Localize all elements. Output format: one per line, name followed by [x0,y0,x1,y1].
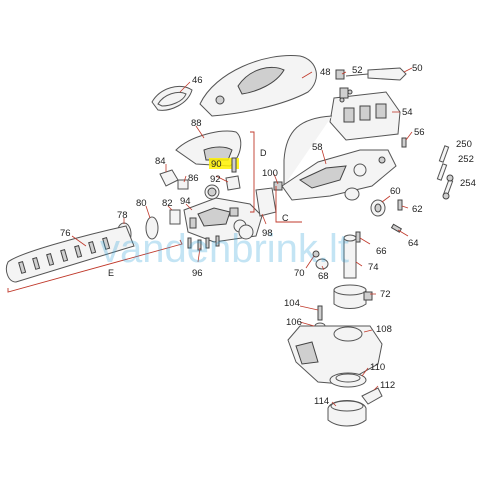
callout-252: 252 [458,154,474,165]
callout-56: 56 [414,127,425,138]
watermark-text: vandenbrink.lt [100,227,349,271]
part-104-screw [317,305,323,321]
part-50-connector [367,67,407,81]
callout-96: 96 [192,268,203,279]
part-250-252-254-pins [436,145,454,200]
callout-250: 250 [456,139,472,150]
callout-94: 94 [180,196,191,207]
leader-lines [71,67,413,407]
callout-72: 72 [380,289,391,300]
part-52-switch [335,69,345,80]
callout-110: 110 [370,362,385,373]
part-66-screw [355,231,361,243]
callout-80: 80 [136,198,147,209]
callout-68: 68 [318,271,329,282]
callout-C: C [282,213,289,223]
callout-66: 66 [376,246,387,257]
part-86-plug [177,179,189,190]
bracket-group-C [275,186,302,223]
part-92-clip [225,175,241,191]
part-112-thumb-screw [361,387,383,405]
callout-78: 78 [117,210,128,221]
callout-106: 106 [286,317,302,328]
callout-84: 84 [155,156,166,167]
callout-74: 74 [368,262,379,273]
callout-48: 48 [320,67,331,78]
part-82-bushing [169,209,181,225]
part-84-plate [159,169,179,187]
callout-46: 46 [192,75,203,86]
callout-112: 112 [380,380,395,391]
part-90-screw [231,157,237,173]
callout-70: 70 [294,268,305,279]
callout-54: 54 [402,107,413,118]
callout-76: 76 [60,228,71,239]
callout-100: 100 [262,168,278,179]
callout-62: 62 [412,204,423,215]
part-68-washer [315,258,329,270]
part-56-screw [401,137,407,148]
part-80-ring [145,216,159,240]
highlight-90 [209,158,239,169]
bracket-group-E [7,239,183,293]
callout-254: 254 [460,178,476,189]
callout-labels: 46 48 52 50 54 88 90 84 86 92 D 56 250 2… [60,63,476,407]
callout-50: 50 [412,63,423,74]
callout-88: 88 [191,118,202,129]
callout-86: 86 [188,173,199,184]
callout-90: 90 [211,159,222,170]
callout-114: 114 [314,396,329,407]
callout-98: 98 [262,228,273,239]
part-98-plate [255,187,277,217]
callout-60: 60 [390,186,401,197]
callout-E: E [108,268,114,278]
part-108-bracket-housing [287,325,383,385]
callout-92: 92 [210,174,221,185]
part-70-nut [312,250,320,258]
callout-104: 104 [284,298,300,309]
bracket-group-D [250,131,255,213]
callout-108: 108 [376,324,392,335]
callout-58: 58 [312,142,323,153]
part-62-screw [397,199,403,211]
part-96-screws [187,235,220,251]
callout-82: 82 [162,198,173,209]
callout-D: D [260,148,267,158]
control-cable [283,115,333,186]
callout-52: 52 [352,65,363,76]
callout-64: 64 [408,238,419,249]
